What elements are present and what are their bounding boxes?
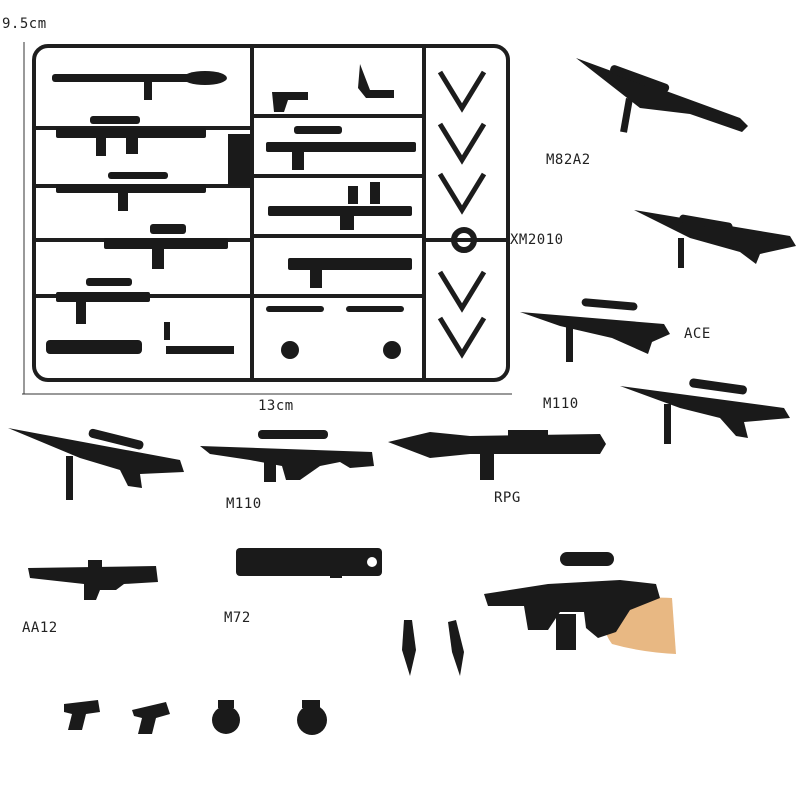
sprue-grenades (281, 341, 401, 359)
height-dimension-label: 9.5cm (2, 16, 47, 32)
label-ace: ACE (684, 326, 711, 342)
label-xm2010: XM2010 (510, 232, 564, 248)
weapon-rifle-with-hand (484, 552, 676, 654)
sprue-rifle-1 (56, 116, 206, 156)
label-m110-right: M110 (543, 396, 579, 412)
dimension-lines (22, 42, 512, 395)
weapon-m110-bottom-left (8, 428, 184, 500)
label-m72: M72 (224, 610, 251, 626)
label-rpg: RPG (494, 490, 521, 506)
sprue-rifle-4 (56, 278, 150, 324)
label-m110-bottom: M110 (226, 496, 262, 512)
knife-pair (402, 620, 464, 676)
sprue-magazine-block (228, 134, 250, 186)
sprue-sniper-1 (266, 126, 416, 170)
sprue-rifle-2 (56, 172, 206, 211)
weapon-ace (520, 298, 670, 362)
grenade-pair (212, 700, 327, 735)
label-m82a2: M82A2 (546, 152, 591, 168)
weapon-m82a2 (576, 58, 748, 133)
weapon-m110-bottom (200, 430, 374, 482)
sprue-m72-tube (46, 340, 142, 354)
sprue-rpg (52, 71, 227, 100)
sprue-knives (266, 306, 404, 312)
sprue-bipods (437, 70, 487, 359)
sprue-shotgun (288, 258, 412, 288)
sprue-rifle-3 (104, 224, 228, 269)
weapon-m72 (236, 548, 382, 578)
weapon-aa12 (28, 560, 158, 600)
weapon-rpg (388, 430, 606, 480)
width-dimension-label: 13cm (258, 398, 294, 414)
sprue-pistols (272, 64, 394, 112)
sprue-small-parts (164, 322, 234, 354)
pistol-pair (64, 700, 170, 734)
weapon-m110-right (620, 378, 790, 444)
weapon-xm2010 (634, 210, 796, 268)
sprue-sniper-2 (268, 182, 412, 230)
sprue-ring (451, 227, 477, 253)
label-aa12: AA12 (22, 620, 58, 636)
